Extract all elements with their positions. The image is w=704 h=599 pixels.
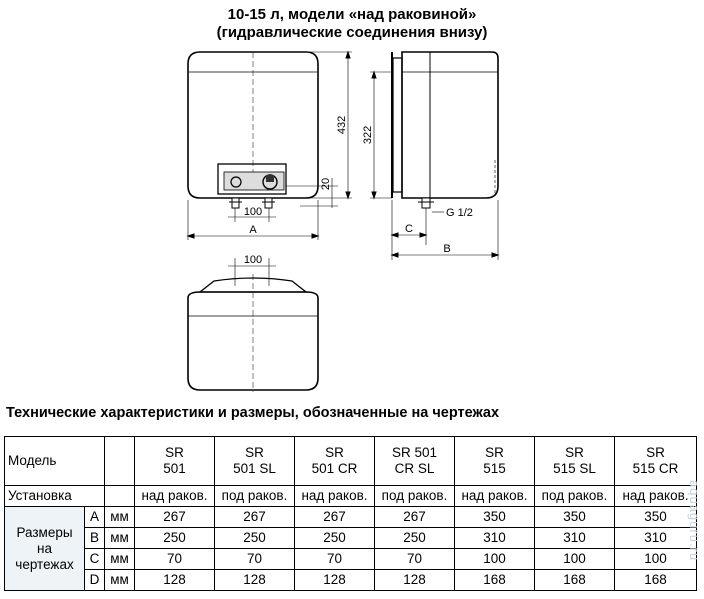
value-cell: 267	[374, 506, 455, 528]
drawing-title: 10-15 л, модели «над раковиной»	[227, 6, 477, 23]
value-cell: 70	[134, 548, 215, 570]
install-cell: над раков.	[134, 485, 215, 507]
value-cell: 350	[534, 506, 615, 528]
value-cell: 128	[294, 569, 375, 591]
install-cell: над раков.	[614, 485, 697, 507]
value-cell: 250	[294, 527, 375, 549]
install-cell: под раков.	[534, 485, 615, 507]
drawing-subtitle: (гидравлические соединения внизу)	[216, 24, 488, 41]
value-cell: 100	[534, 548, 615, 570]
section-title: Технические характеристики и размеры, об…	[6, 405, 500, 421]
value-cell: 310	[534, 527, 615, 549]
watermark: aquaguru.ru	[687, 480, 702, 562]
dim-bottom-offset: 20	[320, 178, 332, 190]
value-cell: 250	[374, 527, 455, 549]
value-cell: 310	[614, 527, 697, 549]
value-cell: 70	[374, 548, 455, 570]
dim-pipe-spacing: 100	[244, 206, 262, 218]
row-unit: мм	[104, 506, 135, 528]
row-unit: мм	[104, 548, 135, 570]
value-cell: 168	[534, 569, 615, 591]
install-cell: над раков.	[294, 485, 375, 507]
control-panel	[217, 163, 287, 195]
model-header: Модель	[4, 436, 105, 486]
dim-side-height: 322	[362, 126, 374, 144]
value-cell: 70	[214, 548, 295, 570]
value-cell: 128	[134, 569, 215, 591]
empty-cell	[104, 436, 135, 486]
value-cell: 70	[294, 548, 375, 570]
value-cell: 267	[294, 506, 375, 528]
row-letter: B	[84, 527, 105, 549]
side-view	[370, 51, 500, 260]
front-view	[186, 50, 352, 240]
row-letter: C	[84, 548, 105, 570]
row-letter: D	[84, 569, 105, 591]
install-header: Установка	[4, 485, 105, 507]
row-letter: A	[84, 506, 105, 528]
table-row: D мм 128 128 128 128 168 168 168	[5, 569, 697, 591]
value-cell: 250	[214, 527, 295, 549]
install-cell: под раков.	[374, 485, 455, 507]
dim-label-b: B	[443, 243, 450, 255]
value-cell: 310	[454, 527, 535, 549]
thermostat-knob-icon	[230, 176, 242, 188]
value-cell: 267	[134, 506, 215, 528]
value-cell: 350	[454, 506, 535, 528]
dim-front-height: 432	[336, 116, 348, 134]
value-cell: 168	[454, 569, 535, 591]
value-cell: 168	[614, 569, 697, 591]
value-cell: 128	[214, 569, 295, 591]
dim-label-a: A	[249, 224, 257, 236]
install-cell: под раков.	[214, 485, 295, 507]
value-cell: 100	[454, 548, 535, 570]
dim-top-pipe-spacing: 100	[244, 254, 262, 266]
install-cell: над раков.	[454, 485, 535, 507]
row-unit: мм	[104, 527, 135, 549]
value-cell: 350	[614, 506, 697, 528]
empty-cell	[104, 485, 135, 507]
row-unit: мм	[104, 569, 135, 591]
dim-label-c: C	[405, 223, 413, 235]
top-view	[187, 258, 319, 392]
table-row: B мм 250 250 250 250 310 310 310	[5, 527, 697, 549]
value-cell: 100	[614, 548, 697, 570]
value-cell: 128	[374, 569, 455, 591]
technical-drawing: 100 A 432 20 322 C B G 1/2 100	[186, 50, 500, 392]
table-row: C мм 70 70 70 70 100 100 100	[5, 548, 697, 570]
dim-thread: G 1/2	[446, 207, 473, 219]
value-cell: 250	[134, 527, 215, 549]
table-row: Установка над раков. под раков. над рако…	[4, 485, 697, 507]
value-cell: 267	[214, 506, 295, 528]
